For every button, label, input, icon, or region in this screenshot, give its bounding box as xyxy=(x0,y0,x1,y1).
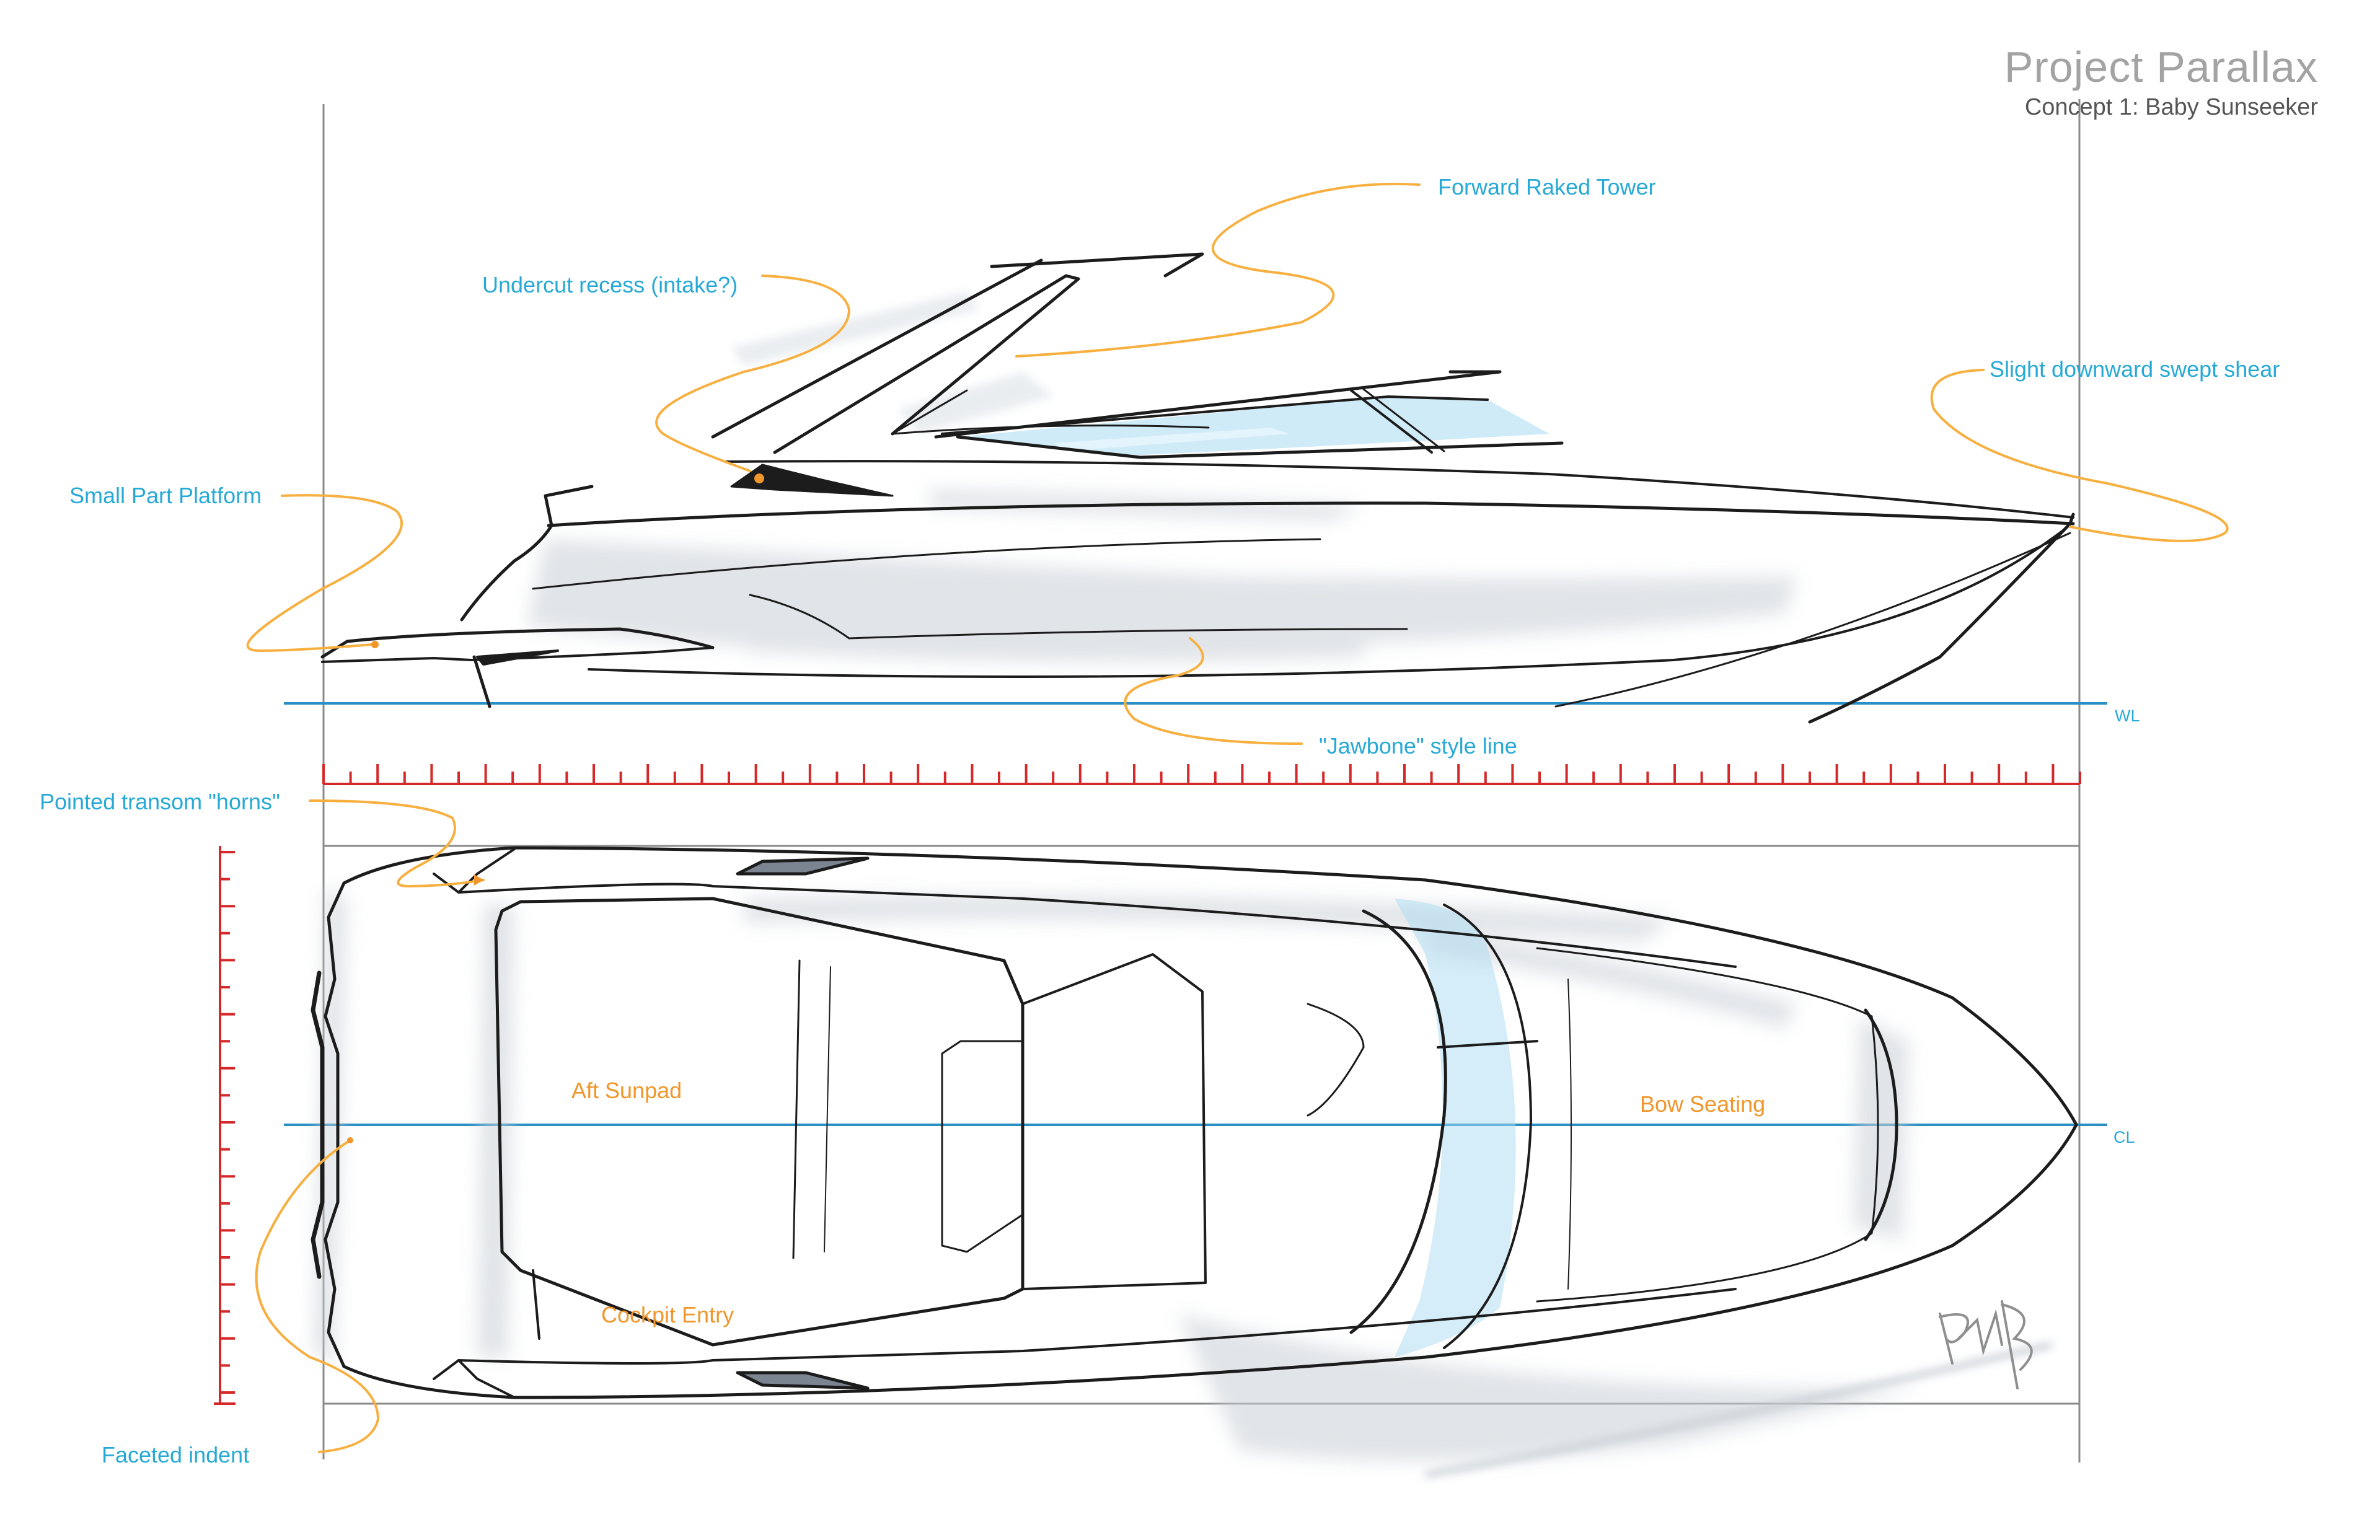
horizontal-scale-ruler xyxy=(322,764,2081,785)
upper-strake xyxy=(532,538,1321,590)
plan-windshield-front xyxy=(1349,909,1447,1334)
callout-pointed-transom-horns: Pointed transom "horns" xyxy=(40,789,280,814)
platform-strut xyxy=(472,655,491,708)
vertical-scale-ruler xyxy=(214,846,236,1405)
deck-line xyxy=(547,501,2075,527)
sheer-line xyxy=(724,460,2074,519)
chine-line xyxy=(1554,532,2071,708)
leader-undercut-recess xyxy=(655,275,851,472)
helm-console xyxy=(1021,953,1207,1290)
side-strake xyxy=(848,628,1408,640)
plan-view-linework xyxy=(311,846,2078,1399)
side-view-light-shading xyxy=(731,291,1054,434)
platform-wedge xyxy=(476,649,559,666)
title-block: Project Parallax Concept 1: Baby Sunseek… xyxy=(2004,43,2318,122)
side-view-linework xyxy=(320,252,2075,724)
transom-plan xyxy=(324,881,346,1368)
bow-seating-outline xyxy=(1536,947,1879,1303)
side-vent-bottom xyxy=(736,1371,870,1390)
leader-arrow-horns xyxy=(474,874,483,886)
signature-mark xyxy=(1939,1300,2033,1389)
zone-cockpit-entry: Cockpit Entry xyxy=(601,1302,734,1327)
tower-top xyxy=(990,252,1204,278)
leader-dot-platform xyxy=(371,641,379,648)
intake-recess xyxy=(730,464,894,497)
waterline-label: WL xyxy=(2115,706,2140,725)
plan-windshield-glass xyxy=(1395,899,1516,1357)
windshield-frame xyxy=(934,370,1502,439)
callout-slight-downward-swept-shear: Slight downward swept shear xyxy=(1990,356,2280,382)
leader-jawbone-line xyxy=(1124,637,1303,745)
leader-dot-faceted xyxy=(347,1137,353,1143)
gunwale-inner-top xyxy=(457,882,1737,968)
helm-seat xyxy=(941,1040,1024,1253)
sheet-title: Project Parallax xyxy=(2004,43,2318,91)
windshield-pillar-2 xyxy=(1362,388,1445,452)
sunpad-divider xyxy=(792,959,801,1259)
windshield-pillar xyxy=(1350,389,1433,454)
windshield-top xyxy=(941,395,1489,435)
leader-forward-raked-tower xyxy=(1015,182,1421,358)
transom-horn-lower xyxy=(433,1359,516,1399)
bow-rail-fwd xyxy=(1567,979,1572,1290)
callout-small-part-platform: Small Part Platform xyxy=(69,483,262,508)
sheet-subtitle: Concept 1: Baby Sunseeker xyxy=(2024,94,2318,120)
bow-entry xyxy=(1437,1040,1538,1049)
plan-view-shading xyxy=(313,886,1921,1461)
reference-lines xyxy=(284,702,2107,1126)
windshield-glass-highlight xyxy=(1054,428,1289,451)
tower-front-leg xyxy=(773,274,1080,454)
plan-windshield-rear xyxy=(1443,904,1532,1349)
cockpit-entry xyxy=(532,1269,540,1340)
side-vent-top xyxy=(736,856,870,876)
transom-profile xyxy=(460,485,594,622)
tower-rear-leg xyxy=(711,258,1043,439)
bow-stem xyxy=(1808,513,2075,724)
centerline-label: CL xyxy=(2113,1128,2135,1146)
faceted-indent-line xyxy=(311,970,325,1279)
leader-pointed-transom-horns xyxy=(309,799,485,888)
callout-forward-raked-tower: Forward Raked Tower xyxy=(1438,174,1656,200)
bow-cushion xyxy=(1864,1008,1898,1241)
leader-arrowheads xyxy=(347,641,483,1143)
leader-downward-shear xyxy=(1930,369,2229,542)
sunpad-divider-2 xyxy=(824,966,831,1252)
leader-small-part-platform xyxy=(246,494,403,653)
windshield-lower xyxy=(956,435,1564,459)
cabin-top xyxy=(891,425,1210,435)
hull-bottom xyxy=(588,529,2065,678)
intake-accent xyxy=(754,473,764,483)
side-view-sketch xyxy=(320,252,2075,724)
callout-jawbone-style-line: "Jawbone" style line xyxy=(1319,733,1517,759)
aft-sunpad-outline xyxy=(494,897,1025,1347)
gunwale-inner-bottom xyxy=(457,1288,1737,1365)
swim-platform xyxy=(320,627,715,659)
leader-faceted-indent xyxy=(255,1139,380,1453)
callout-faceted-indent: Faceted indent xyxy=(102,1442,250,1467)
tower-brace xyxy=(891,389,968,435)
plan-view-sketch xyxy=(311,846,2078,1478)
console-arc xyxy=(1307,1003,1365,1117)
zone-bow-seating: Bow Seating xyxy=(1640,1091,1766,1117)
leader-lines xyxy=(246,182,2229,1453)
zone-aft-sunpad: Aft Sunpad xyxy=(571,1078,682,1103)
jawbone-line xyxy=(749,594,850,640)
bow-spray xyxy=(1425,1342,2053,1478)
callout-undercut-recess: Undercut recess (intake?) xyxy=(482,272,738,297)
